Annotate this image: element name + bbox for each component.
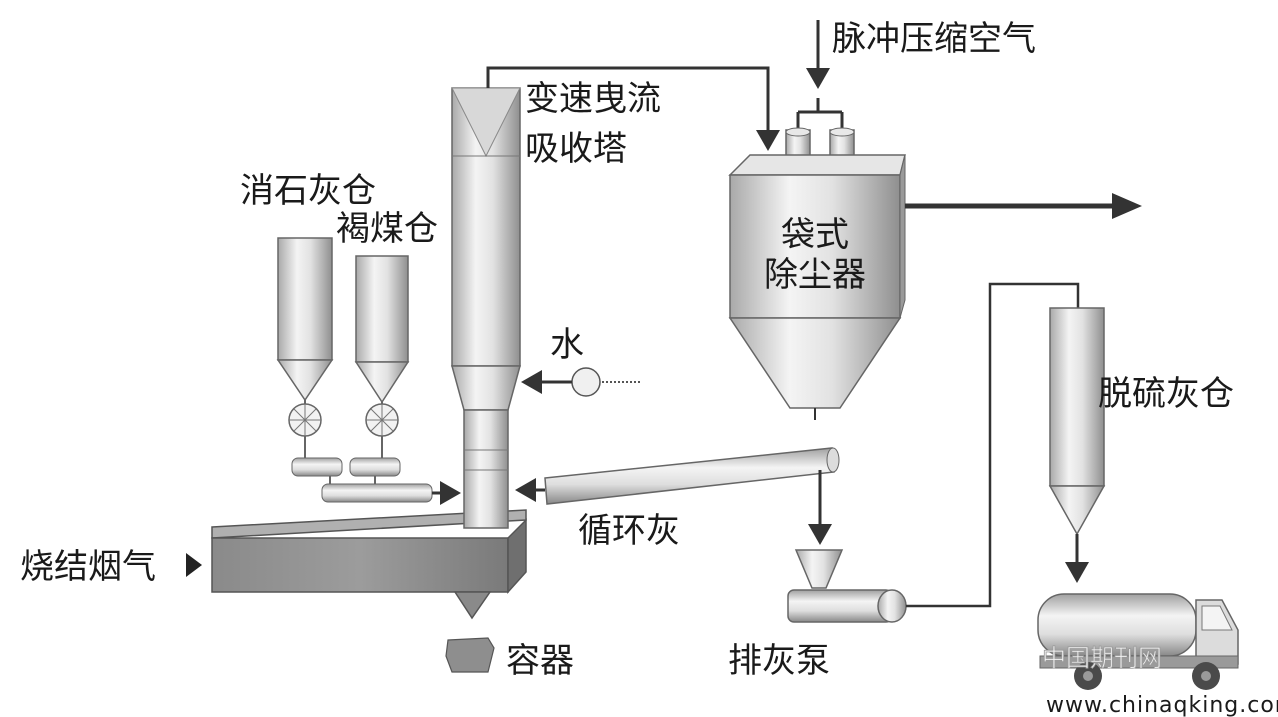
feed-pipes	[291, 457, 461, 505]
desulfurization-ash-silo	[1048, 307, 1106, 583]
ash-pump-label: 排灰泵	[728, 641, 830, 681]
lignite-silo	[354, 255, 410, 458]
absorber-label-line1: 变速曳流	[525, 79, 661, 119]
ash-transfer-line	[906, 282, 1080, 608]
clean-gas-outlet	[905, 193, 1142, 219]
water-inlet	[521, 367, 642, 397]
watermark-url: www.chinaqking.com	[1046, 693, 1278, 717]
absorber-tower	[451, 87, 521, 529]
flue-duct-top	[486, 66, 780, 151]
water-label: 水	[550, 325, 584, 365]
lime-silo-label: 消石灰仓	[240, 171, 376, 211]
pulse-air-line	[796, 20, 844, 130]
bag-filter-label-line2: 除尘器	[764, 255, 866, 295]
inlet-arrow-icon	[186, 553, 202, 577]
absorber-label-line2: 吸收塔	[525, 129, 627, 169]
tanker-truck-icon	[1037, 593, 1239, 690]
sinter-gas-label: 烧结烟气	[20, 547, 156, 587]
bag-filter	[728, 127, 906, 420]
recycle-ash-conveyor	[515, 447, 840, 505]
sinter-gas-duct	[211, 509, 527, 620]
lignite-silo-label: 褐煤仓	[336, 209, 438, 249]
pulse-air-label: 脉冲压缩空气	[832, 19, 1036, 59]
container-label: 容器	[506, 641, 574, 681]
lime-silo	[276, 237, 334, 458]
ash-pump	[787, 549, 907, 623]
watermark-cn: 中国期刊网	[1042, 644, 1162, 672]
recycle-ash-label: 循环灰	[578, 511, 680, 551]
desulf-ash-silo-label: 脱硫灰仓	[1098, 374, 1234, 414]
bag-filter-label-line1: 袋式	[781, 215, 849, 255]
container-legend-icon	[445, 637, 495, 673]
